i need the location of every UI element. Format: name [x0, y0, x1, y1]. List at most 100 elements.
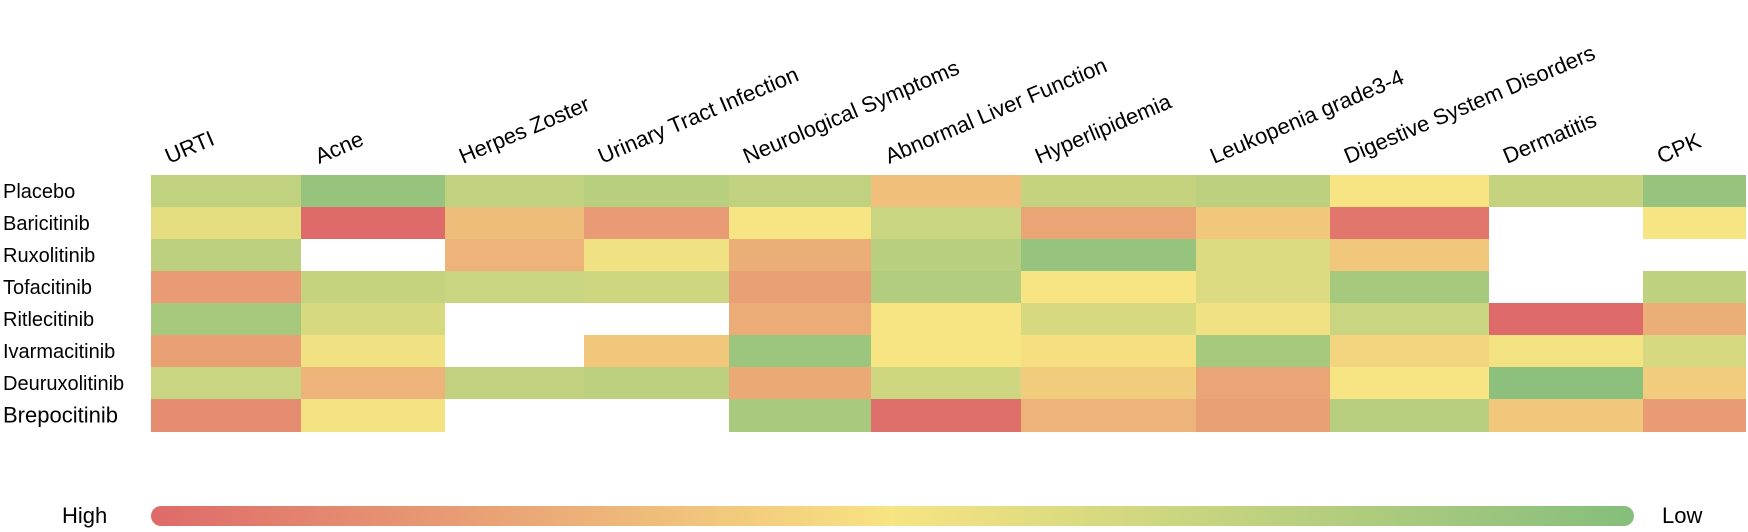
- heatmap-cell-baricitinib-herpes-zoster: [445, 207, 584, 239]
- row-label-baricitinib: Baricitinib: [3, 213, 90, 235]
- heatmap-cell-ruxolitinib-digestive-system-disorders: [1330, 239, 1489, 271]
- heatmap-cell-tofacitinib-cpk: [1643, 271, 1746, 303]
- heatmap-cell-tofacitinib-neurological-symptoms: [729, 271, 871, 303]
- heatmap-cell-deuruxolitinib-hyperlipidemia: [1021, 367, 1196, 399]
- column-label-acne: Acne: [311, 126, 367, 169]
- heatmap-cell-ritlecitinib-acne: [301, 303, 445, 335]
- heatmap-cell-baricitinib-urinary-tract-infection: [584, 207, 729, 239]
- row-label-ritlecitinib: Ritlecitinib: [3, 309, 94, 331]
- heatmap-cell-ivarmacitinib-leukopenia-grade3-4: [1196, 335, 1330, 367]
- row-label-brepocitinib: Brepocitinib: [3, 403, 118, 428]
- heatmap-cell-tofacitinib-herpes-zoster: [445, 271, 584, 303]
- heatmap-cell-ritlecitinib-cpk: [1643, 303, 1746, 335]
- heatmap-cell-deuruxolitinib-dermatitis: [1489, 367, 1643, 399]
- heatmap-cell-placebo-cpk: [1643, 175, 1746, 207]
- heatmap-cell-deuruxolitinib-neurological-symptoms: [729, 367, 871, 399]
- heatmap-cell-brepocitinib-leukopenia-grade3-4: [1196, 399, 1330, 432]
- heatmap-cell-ivarmacitinib-urti: [151, 335, 301, 367]
- heatmap-cell-placebo-leukopenia-grade3-4: [1196, 175, 1330, 207]
- heatmap-cell-placebo-herpes-zoster: [445, 175, 584, 207]
- heatmap-cell-ruxolitinib-herpes-zoster: [445, 239, 584, 271]
- heatmap-cell-baricitinib-urti: [151, 207, 301, 239]
- row-label-placebo: Placebo: [3, 181, 75, 203]
- heatmap-cell-ivarmacitinib-neurological-symptoms: [729, 335, 871, 367]
- heatmap-cell-deuruxolitinib-urinary-tract-infection: [584, 367, 729, 399]
- heatmap-cell-deuruxolitinib-urti: [151, 367, 301, 399]
- heatmap-cell-ivarmacitinib-digestive-system-disorders: [1330, 335, 1489, 367]
- heatmap-cell-ritlecitinib-abnormal-liver-function: [871, 303, 1021, 335]
- heatmap-cell-baricitinib-cpk: [1643, 207, 1746, 239]
- heatmap-cell-deuruxolitinib-leukopenia-grade3-4: [1196, 367, 1330, 399]
- column-label-hyperlipidemia: Hyperlipidemia: [1031, 88, 1175, 168]
- heatmap-cell-brepocitinib-cpk: [1643, 399, 1746, 432]
- heatmap-cell-placebo-dermatitis: [1489, 175, 1643, 207]
- heatmap-cell-deuruxolitinib-acne: [301, 367, 445, 399]
- heatmap-cell-ruxolitinib-urinary-tract-infection: [584, 239, 729, 271]
- heatmap-cell-placebo-urinary-tract-infection: [584, 175, 729, 207]
- heatmap-cell-brepocitinib-urti: [151, 399, 301, 432]
- heatmap-cell-placebo-hyperlipidemia: [1021, 175, 1196, 207]
- heatmap-cell-ivarmacitinib-hyperlipidemia: [1021, 335, 1196, 367]
- heatmap-cell-ivarmacitinib-abnormal-liver-function: [871, 335, 1021, 367]
- color-legend: High Low: [62, 503, 1702, 528]
- heatmap-cell-tofacitinib-acne: [301, 271, 445, 303]
- heatmap-cell-tofacitinib-hyperlipidemia: [1021, 271, 1196, 303]
- column-label-dermatitis: Dermatitis: [1499, 107, 1600, 169]
- heatmap-cell-baricitinib-digestive-system-disorders: [1330, 207, 1489, 239]
- heatmap-cell-ruxolitinib-urti: [151, 239, 301, 271]
- heatmap-cell-baricitinib-hyperlipidemia: [1021, 207, 1196, 239]
- heatmap-cell-baricitinib-acne: [301, 207, 445, 239]
- heatmap-cell-tofacitinib-digestive-system-disorders: [1330, 271, 1489, 303]
- heatmap-cell-brepocitinib-dermatitis: [1489, 399, 1643, 432]
- column-label-digestive-system-disorders: Digestive System Disorders: [1340, 40, 1598, 169]
- heatmap-cell-deuruxolitinib-cpk: [1643, 367, 1746, 399]
- heatmap-cell-ivarmacitinib-cpk: [1643, 335, 1746, 367]
- column-label-cpk: CPK: [1653, 128, 1705, 169]
- heatmap-cell-ivarmacitinib-urinary-tract-infection: [584, 335, 729, 367]
- heatmap-cell-placebo-acne: [301, 175, 445, 207]
- heatmap-cell-ritlecitinib-leukopenia-grade3-4: [1196, 303, 1330, 335]
- heatmap-cell-placebo-digestive-system-disorders: [1330, 175, 1489, 207]
- legend-low-label: Low: [1662, 503, 1702, 528]
- heatmap-cell-placebo-neurological-symptoms: [729, 175, 871, 207]
- heatmap-cell-tofacitinib-abnormal-liver-function: [871, 271, 1021, 303]
- heatmap-cell-brepocitinib-digestive-system-disorders: [1330, 399, 1489, 432]
- heatmap-cell-placebo-abnormal-liver-function: [871, 175, 1021, 207]
- heatmap-cell-ruxolitinib-leukopenia-grade3-4: [1196, 239, 1330, 271]
- heatmap-cell-tofacitinib-urti: [151, 271, 301, 303]
- heatmap-cell-ruxolitinib-neurological-symptoms: [729, 239, 871, 271]
- heatmap-cell-tofacitinib-leukopenia-grade3-4: [1196, 271, 1330, 303]
- heatmap-cell-brepocitinib-abnormal-liver-function: [871, 399, 1021, 432]
- heatmap-cell-brepocitinib-hyperlipidemia: [1021, 399, 1196, 432]
- row-label-ivarmacitinib: Ivarmacitinib: [3, 341, 115, 363]
- legend-gradient-bar: [151, 506, 1634, 526]
- heatmap-cells: [151, 175, 1746, 432]
- heatmap-cell-ritlecitinib-neurological-symptoms: [729, 303, 871, 335]
- heatmap-cell-ritlecitinib-dermatitis: [1489, 303, 1643, 335]
- heatmap-cell-tofacitinib-urinary-tract-infection: [584, 271, 729, 303]
- row-label-deuruxolitinib: Deuruxolitinib: [3, 373, 124, 395]
- heatmap-cell-deuruxolitinib-abnormal-liver-function: [871, 367, 1021, 399]
- column-label-herpes-zoster: Herpes Zoster: [455, 91, 593, 168]
- heatmap-cell-ivarmacitinib-dermatitis: [1489, 335, 1643, 367]
- heatmap-cell-ritlecitinib-hyperlipidemia: [1021, 303, 1196, 335]
- heatmap-cell-ruxolitinib-hyperlipidemia: [1021, 239, 1196, 271]
- heatmap-cell-ritlecitinib-digestive-system-disorders: [1330, 303, 1489, 335]
- row-labels: PlaceboBaricitinibRuxolitinibTofacitinib…: [3, 181, 124, 428]
- heatmap-cell-ritlecitinib-urti: [151, 303, 301, 335]
- heatmap-cell-deuruxolitinib-herpes-zoster: [445, 367, 584, 399]
- legend-high-label: High: [62, 503, 107, 528]
- heatmap-cell-ruxolitinib-abnormal-liver-function: [871, 239, 1021, 271]
- heatmap-cell-deuruxolitinib-digestive-system-disorders: [1330, 367, 1489, 399]
- column-label-urti: URTI: [161, 126, 218, 169]
- heatmap-cell-baricitinib-abnormal-liver-function: [871, 207, 1021, 239]
- row-label-tofacitinib: Tofacitinib: [3, 277, 92, 299]
- heatmap-cell-placebo-urti: [151, 175, 301, 207]
- row-label-ruxolitinib: Ruxolitinib: [3, 245, 95, 267]
- heatmap-cell-brepocitinib-acne: [301, 399, 445, 432]
- heatmap-cell-baricitinib-leukopenia-grade3-4: [1196, 207, 1330, 239]
- heatmap-cell-brepocitinib-neurological-symptoms: [729, 399, 871, 432]
- heatmap-cell-ivarmacitinib-acne: [301, 335, 445, 367]
